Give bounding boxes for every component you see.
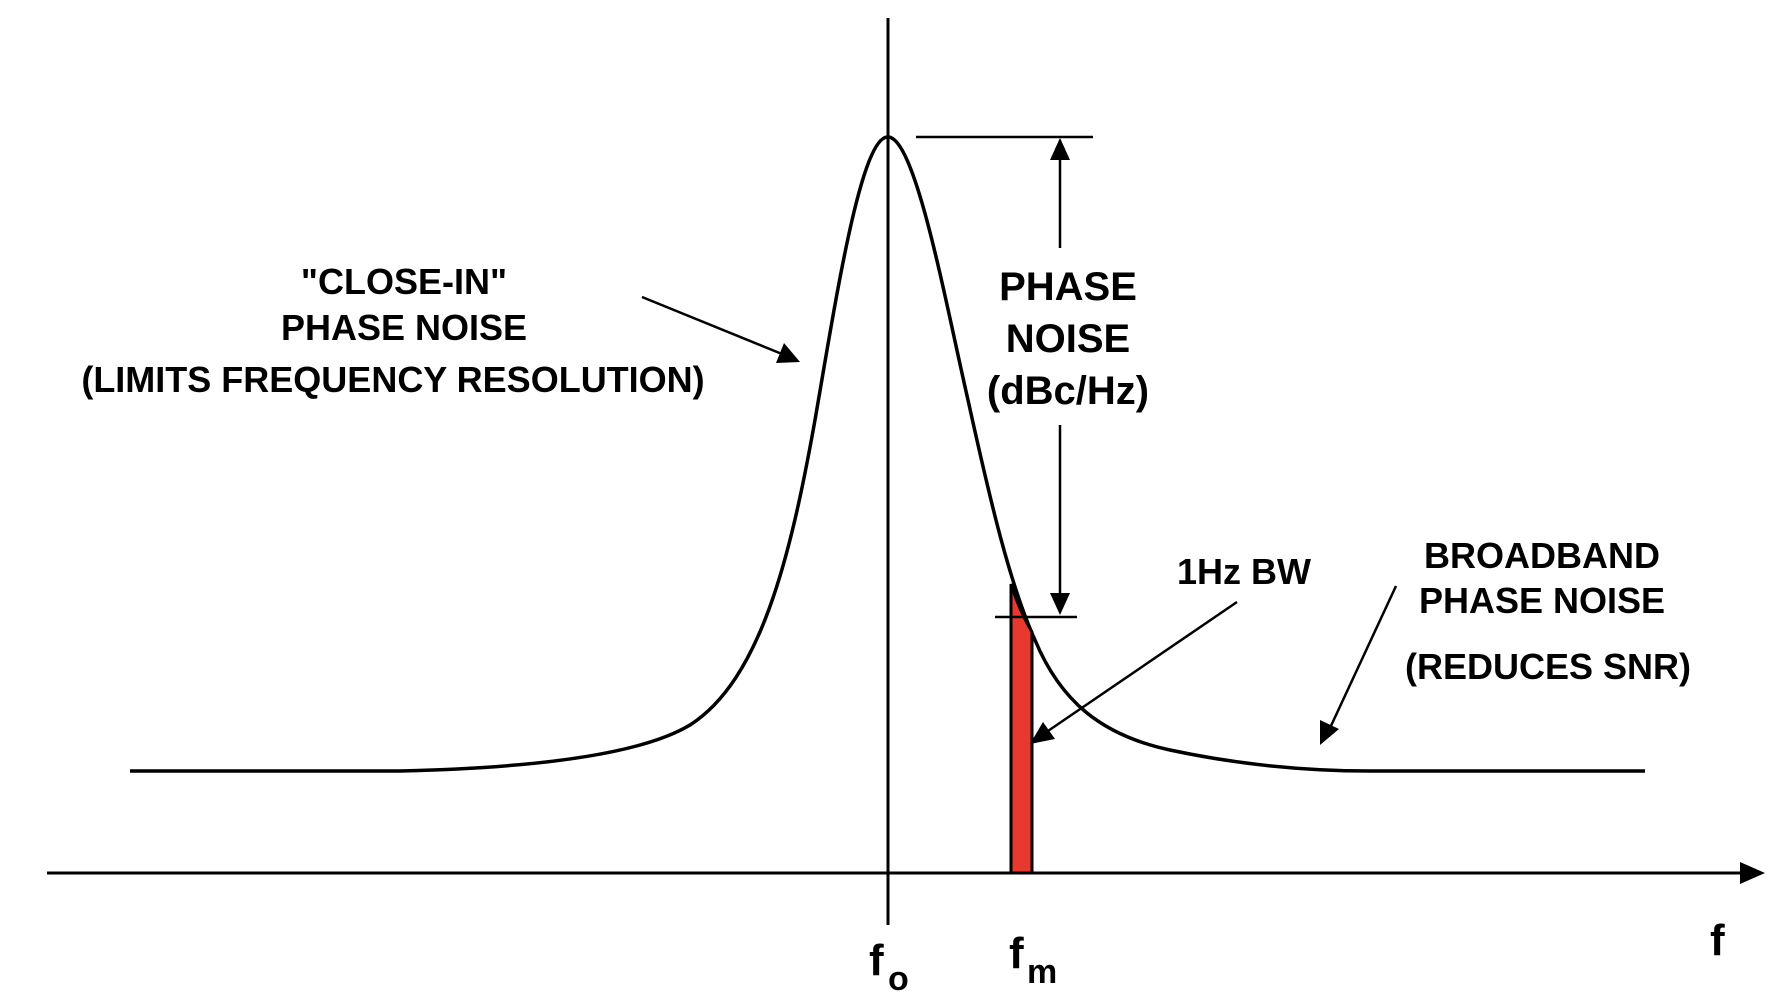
broadband-label-line2: PHASE NOISE	[1419, 580, 1665, 621]
fm-label: f	[1009, 929, 1024, 978]
phase-noise-label-line2: NOISE	[1006, 317, 1130, 361]
bandwidth-bin	[1009, 583, 1034, 875]
phase-noise-label-line1: PHASE	[999, 265, 1137, 309]
close-in-pointer-arrow	[641, 295, 783, 356]
phase-noise-label-line3: (dBc/Hz)	[987, 369, 1149, 413]
spectrum-curve	[130, 135, 1645, 773]
fo-label: f	[869, 936, 884, 985]
bandwidth-pointer-arrow	[1044, 600, 1238, 735]
close-in-label-line1: "CLOSE-IN"	[301, 261, 507, 302]
bandwidth-label: 1Hz BW	[1177, 551, 1311, 592]
frequency-axis-arrowhead	[1740, 862, 1765, 884]
broadband-label-line1: BROADBAND	[1424, 535, 1660, 576]
broadband-pointer-arrow	[1328, 585, 1398, 729]
close-in-label-line3: (LIMITS FREQUENCY RESOLUTION)	[81, 359, 704, 400]
broadband-pointer-arrowhead	[1320, 720, 1339, 745]
broadband-label-line3: (REDUCES SNR)	[1405, 646, 1691, 687]
close-in-label-line2: PHASE NOISE	[281, 307, 527, 348]
bandwidth-pointer-arrowhead	[1030, 722, 1055, 744]
phase-noise-down-arrowhead	[1050, 593, 1070, 615]
frequency-axis-label: f	[1710, 916, 1725, 965]
fo-subscript: o	[888, 960, 909, 998]
fm-subscript: m	[1027, 953, 1057, 991]
close-in-pointer-arrowhead	[776, 343, 800, 363]
phase-noise-up-arrowhead	[1050, 138, 1070, 160]
